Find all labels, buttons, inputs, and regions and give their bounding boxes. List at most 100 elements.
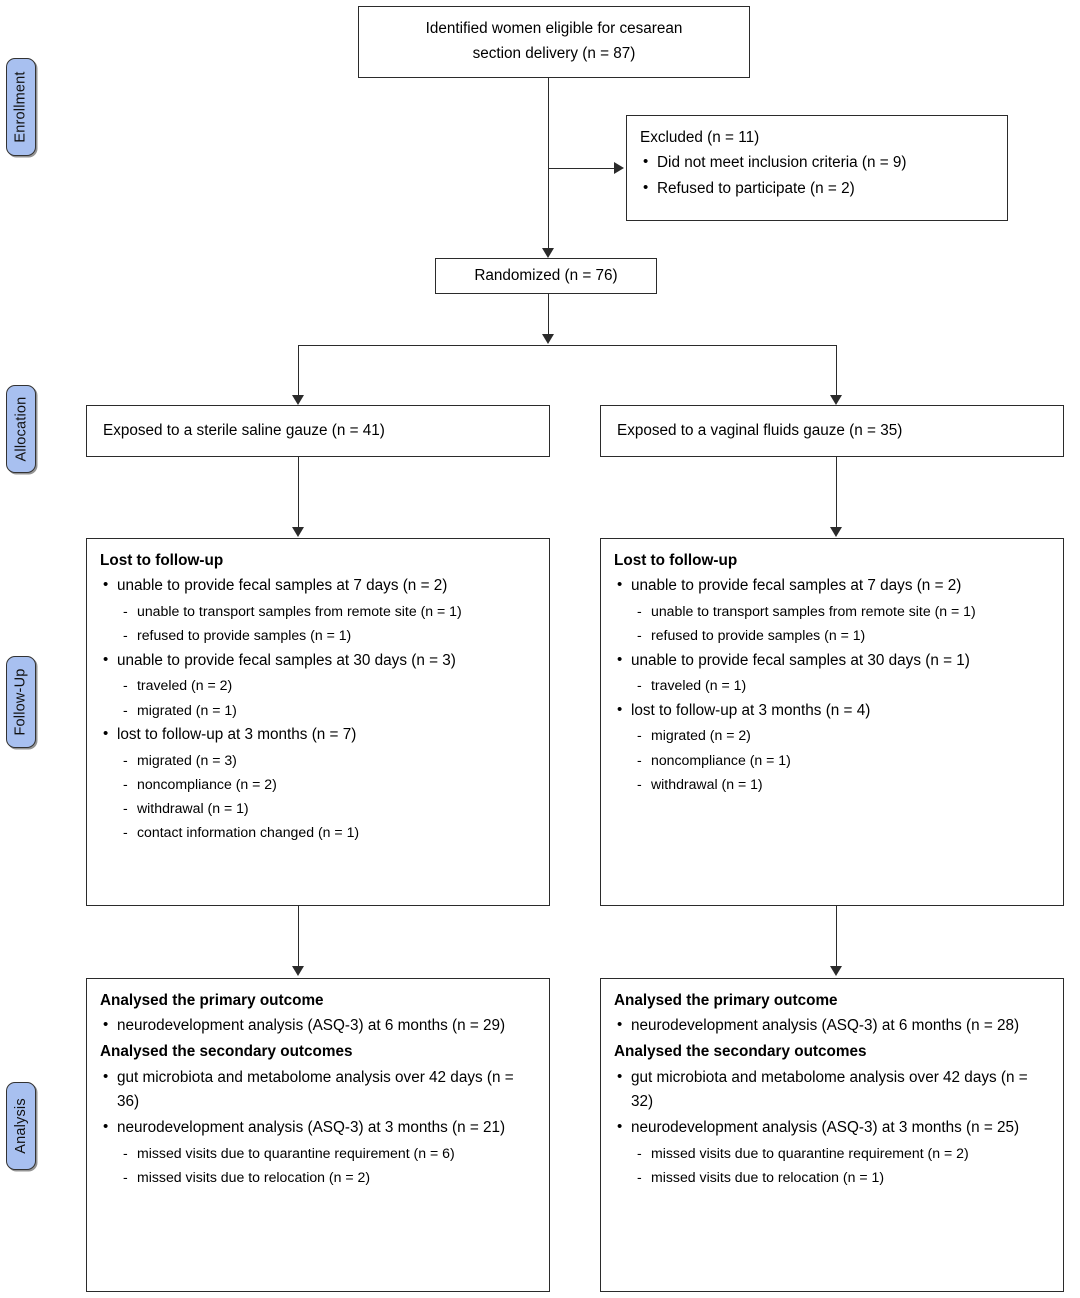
connector-randomized-stem	[548, 294, 549, 336]
phase-label-analysis-text: Analysis	[13, 1098, 29, 1154]
list-item-text: lost to follow-up at 3 months (n = 7)	[117, 725, 357, 743]
connector-allocation-left-drop	[298, 345, 299, 397]
list-item: unable to provide fecal samples at 7 day…	[614, 573, 1050, 648]
list-item-text: unable to provide fecal samples at 30 da…	[631, 651, 970, 669]
allocation-left-text: Exposed to a sterile saline gauze (n = 4…	[103, 421, 385, 439]
phase-label-followup-text: Follow-Up	[13, 668, 30, 736]
sub-list-item: traveled (n = 2)	[117, 673, 536, 697]
analysis-right-secondary-list: gut microbiota and metabolome analysis o…	[614, 1065, 1050, 1190]
sub-list-item: noncompliance (n = 1)	[631, 748, 1050, 772]
sub-list-item: withdrawal (n = 1)	[117, 796, 536, 820]
box-analysis-left: Analysed the primary outcome neurodevelo…	[86, 978, 550, 1292]
list-item: unable to provide fecal samples at 7 day…	[100, 573, 536, 648]
sub-list-item: contact information changed (n = 1)	[117, 820, 536, 844]
box-followup-left: Lost to follow-up unable to provide feca…	[86, 538, 550, 906]
connector-followup-to-analysis-right	[836, 906, 837, 968]
sub-list-item: unable to transport samples from remote …	[117, 599, 536, 623]
sub-list: missed visits due to quarantine requirem…	[117, 1141, 536, 1190]
list-item: Refused to participate (n = 2)	[640, 176, 994, 202]
box-randomized: Randomized (n = 76)	[435, 258, 657, 294]
connector-allocation-split	[298, 345, 836, 346]
box-excluded: Excluded (n = 11) Did not meet inclusion…	[626, 115, 1008, 221]
list-item: gut microbiota and metabolome analysis o…	[100, 1065, 536, 1116]
sub-list: unable to transport samples from remote …	[117, 599, 536, 648]
sub-list-item: migrated (n = 2)	[631, 723, 1050, 747]
phase-label-allocation: Allocation	[6, 385, 36, 473]
followup-left-title: Lost to follow-up	[100, 552, 224, 569]
analysis-right-secondary-title: Analysed the secondary outcomes	[614, 1043, 867, 1061]
list-item: lost to follow-up at 3 months (n = 4) mi…	[614, 698, 1050, 797]
list-item-text: unable to provide fecal samples at 7 day…	[117, 577, 448, 595]
arrow-analysis-right	[830, 966, 842, 976]
sub-list: traveled (n = 1)	[631, 673, 1050, 697]
sub-list: migrated (n = 2) noncompliance (n = 1) w…	[631, 723, 1050, 796]
sub-list-item: unable to transport samples from remote …	[631, 599, 1050, 623]
identified-line-2: section delivery (n = 87)	[472, 45, 636, 62]
list-item-text: unable to provide fecal samples at 30 da…	[117, 651, 456, 669]
box-followup-right: Lost to follow-up unable to provide feca…	[600, 538, 1064, 906]
analysis-right-primary-list: neurodevelopment analysis (ASQ-3) at 6 m…	[614, 1013, 1050, 1039]
connector-allocation-to-followup-left	[298, 457, 299, 529]
connector-to-excluded	[548, 168, 614, 169]
list-item: unable to provide fecal samples at 30 da…	[614, 648, 1050, 698]
list-item-text: unable to provide fecal samples at 7 day…	[631, 577, 962, 595]
sub-list-item: withdrawal (n = 1)	[631, 772, 1050, 796]
connector-followup-to-analysis-left	[298, 906, 299, 968]
list-item: neurodevelopment analysis (ASQ-3) at 3 m…	[614, 1115, 1050, 1190]
list-item: neurodevelopment analysis (ASQ-3) at 6 m…	[100, 1013, 536, 1039]
sub-list-item: missed visits due to quarantine requirem…	[117, 1141, 536, 1165]
excluded-title: Excluded (n = 11)	[640, 129, 760, 146]
list-item: neurodevelopment analysis (ASQ-3) at 3 m…	[100, 1115, 536, 1190]
analysis-left-secondary-list: gut microbiota and metabolome analysis o…	[100, 1065, 536, 1190]
box-analysis-right: Analysed the primary outcome neurodevelo…	[600, 978, 1064, 1292]
arrow-identified-to-randomized	[542, 248, 554, 258]
sub-list-item: refused to provide samples (n = 1)	[117, 623, 536, 647]
list-item-text: neurodevelopment analysis (ASQ-3) at 3 m…	[117, 1119, 506, 1137]
sub-list: traveled (n = 2) migrated (n = 1)	[117, 673, 536, 722]
arrow-allocation-left	[292, 395, 304, 405]
arrow-followup-right	[830, 527, 842, 537]
sub-list-item: missed visits due to relocation (n = 2)	[117, 1165, 536, 1189]
connector-allocation-to-followup-right	[836, 457, 837, 529]
sub-list-item: missed visits due to relocation (n = 1)	[631, 1165, 1050, 1189]
sub-list-item: migrated (n = 1)	[117, 698, 536, 722]
arrow-analysis-left	[292, 966, 304, 976]
list-item: unable to provide fecal samples at 30 da…	[100, 648, 536, 722]
allocation-right-text: Exposed to a vaginal fluids gauze (n = 3…	[617, 421, 903, 439]
sub-list: migrated (n = 3) noncompliance (n = 2) w…	[117, 748, 536, 845]
phase-label-analysis: Analysis	[6, 1082, 36, 1170]
phase-label-enrollment: Enrollment	[6, 58, 36, 156]
sub-list-item: noncompliance (n = 2)	[117, 772, 536, 796]
followup-right-title: Lost to follow-up	[614, 552, 738, 569]
analysis-right-primary-title: Analysed the primary outcome	[614, 992, 838, 1009]
list-item-text: neurodevelopment analysis (ASQ-3) at 3 m…	[631, 1119, 1020, 1137]
analysis-left-secondary-title: Analysed the secondary outcomes	[100, 1043, 353, 1061]
sub-list-item: missed visits due to quarantine requirem…	[631, 1141, 1050, 1165]
arrow-randomized-stem	[542, 334, 554, 344]
phase-label-enrollment-text: Enrollment	[13, 71, 29, 143]
followup-right-list: unable to provide fecal samples at 7 day…	[614, 573, 1050, 797]
list-item: Did not meet inclusion criteria (n = 9)	[640, 150, 994, 176]
sub-list: unable to transport samples from remote …	[631, 599, 1050, 648]
phase-label-allocation-text: Allocation	[13, 396, 29, 462]
randomized-text: Randomized (n = 76)	[474, 266, 618, 284]
phase-label-followup: Follow-Up	[6, 656, 36, 748]
identified-line-1: Identified women eligible for cesarean	[425, 20, 683, 38]
arrow-allocation-right	[830, 395, 842, 405]
followup-left-list: unable to provide fecal samples at 7 day…	[100, 573, 536, 845]
arrow-followup-left	[292, 527, 304, 537]
list-item-text: lost to follow-up at 3 months (n = 4)	[631, 701, 871, 719]
list-item: neurodevelopment analysis (ASQ-3) at 6 m…	[614, 1013, 1050, 1039]
sub-list: missed visits due to quarantine requirem…	[631, 1141, 1050, 1190]
arrow-to-excluded	[614, 162, 624, 174]
box-allocation-left: Exposed to a sterile saline gauze (n = 4…	[86, 405, 550, 457]
list-item: gut microbiota and metabolome analysis o…	[614, 1065, 1050, 1116]
connector-identified-to-randomized	[548, 78, 549, 248]
box-allocation-right: Exposed to a vaginal fluids gauze (n = 3…	[600, 405, 1064, 457]
connector-allocation-right-drop	[836, 345, 837, 397]
analysis-left-primary-title: Analysed the primary outcome	[100, 992, 324, 1009]
sub-list-item: refused to provide samples (n = 1)	[631, 623, 1050, 647]
analysis-left-primary-list: neurodevelopment analysis (ASQ-3) at 6 m…	[100, 1013, 536, 1039]
box-identified-eligible: Identified women eligible for cesarean s…	[358, 6, 750, 78]
